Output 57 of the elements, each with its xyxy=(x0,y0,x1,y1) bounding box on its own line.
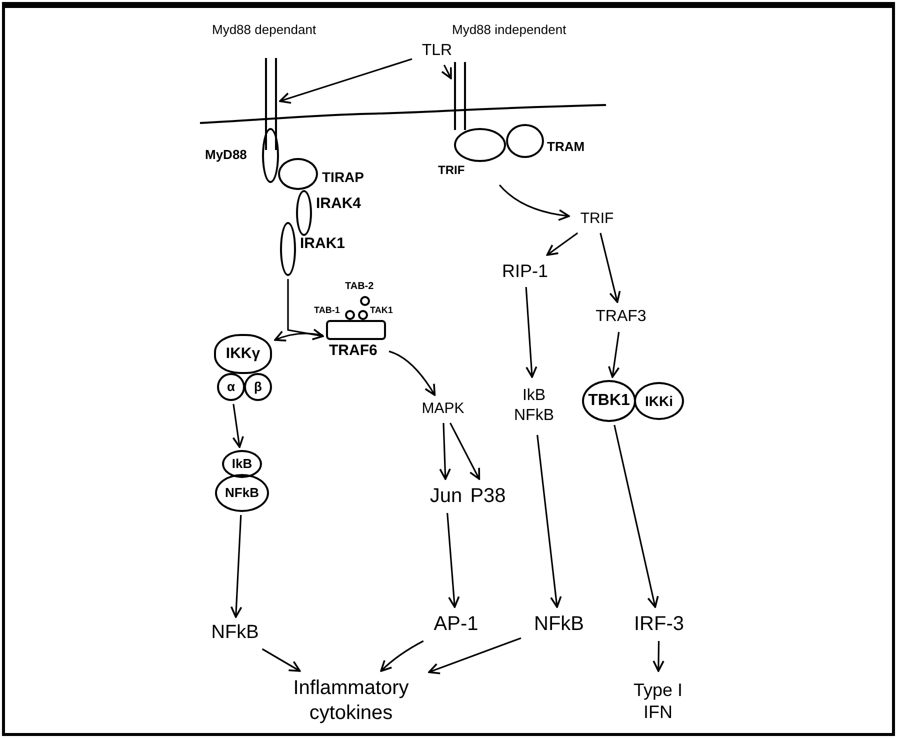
arrow xyxy=(608,332,620,378)
protein-label: IRF-3 xyxy=(626,610,692,638)
protein-label: TLR xyxy=(415,40,459,62)
protein-label: RIP-1 xyxy=(494,258,556,284)
protein-label: TIRAP xyxy=(322,170,364,184)
protein-label: Jun xyxy=(426,482,466,510)
protein-label: NFkB xyxy=(200,620,270,646)
protein-label: TRIF xyxy=(438,164,465,176)
pathway-heading: Myd88 independent xyxy=(452,21,566,39)
protein-label: TRIF xyxy=(572,208,622,230)
arrow xyxy=(439,422,451,480)
protein-label: TAB-1 xyxy=(314,306,340,315)
arrow xyxy=(274,330,324,342)
protein-label: IRAK4 xyxy=(316,196,362,211)
arrow xyxy=(546,232,578,256)
protein-label: α xyxy=(227,378,235,396)
arrow xyxy=(428,637,522,674)
protein-label: IKKi xyxy=(645,392,673,410)
protein-label: IkB xyxy=(232,455,252,474)
arrow xyxy=(380,640,424,672)
protein-label: TRAF6 xyxy=(329,343,378,358)
arrow xyxy=(600,232,621,303)
protein-label: NFkB xyxy=(524,610,594,638)
arrow xyxy=(262,648,301,672)
arrow xyxy=(525,286,538,378)
arrow xyxy=(388,350,436,396)
protein-label: TRAM xyxy=(547,140,585,153)
receptor-drawing xyxy=(454,62,466,130)
protein-label: IRAK1 xyxy=(300,236,346,251)
receptor-drawing xyxy=(265,58,277,150)
protein-label: MyD88 xyxy=(205,148,247,161)
arrow xyxy=(287,279,324,340)
protein-label: NFkB xyxy=(225,484,259,502)
arrow xyxy=(536,434,562,608)
protein-label: TBK1 xyxy=(588,391,630,411)
protein-label: IKKγ xyxy=(226,344,260,364)
arrow xyxy=(232,404,244,448)
protein-label: MAPK xyxy=(414,398,472,420)
protein-label: Type I IFN xyxy=(628,674,688,728)
arrow xyxy=(652,640,664,672)
protein-label: AP-1 xyxy=(426,610,486,638)
arrow xyxy=(498,184,570,221)
arrow xyxy=(446,512,460,608)
protein-label: P38 xyxy=(466,482,510,510)
protein-label: β xyxy=(254,378,262,396)
protein-label: NFkB xyxy=(514,406,554,426)
protein-label: IkB xyxy=(522,386,546,406)
protein-label: TAK1 xyxy=(370,306,393,315)
arrow xyxy=(279,58,412,104)
protein-label: Inflammatory cytokines xyxy=(276,674,426,728)
pathway-heading: Myd88 dependant xyxy=(212,21,316,39)
protein-label: TAB-2 xyxy=(345,282,374,292)
arrow xyxy=(614,424,659,608)
arrow xyxy=(230,514,242,618)
arrow xyxy=(450,422,480,480)
protein-label: TRAF3 xyxy=(586,305,656,329)
arrow xyxy=(441,64,452,80)
